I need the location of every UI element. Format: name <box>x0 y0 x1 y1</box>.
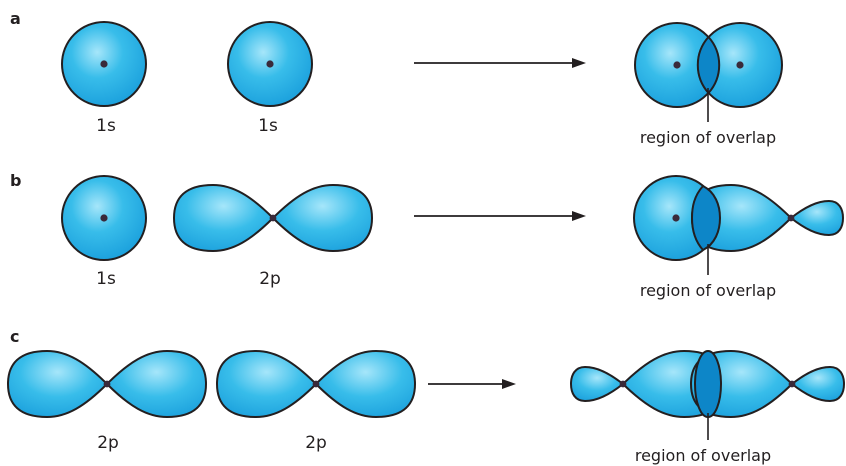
orbital-label: 1s <box>96 116 116 136</box>
nucleus <box>100 60 107 67</box>
overlap-label: region of overlap <box>640 281 776 300</box>
orbital-label: 1s <box>96 269 116 289</box>
p-orbital <box>174 185 372 251</box>
overlapping-p-p-orbitals <box>571 351 844 440</box>
panel-label-c: c <box>10 327 19 346</box>
p-orbital-1 <box>8 351 206 417</box>
reaction-arrow <box>428 379 516 389</box>
nucleus <box>788 215 795 222</box>
panel-c: c 2p 2p <box>8 327 844 465</box>
nucleus <box>672 214 679 221</box>
nucleus <box>789 381 796 388</box>
orbital-label: 2p <box>259 269 281 289</box>
p-orbital-2 <box>217 351 415 417</box>
overlap-region <box>695 351 721 417</box>
nucleus <box>673 61 680 68</box>
nucleus <box>270 215 277 222</box>
panel-label-a: a <box>10 9 21 28</box>
overlapping-s-orbitals <box>635 23 782 122</box>
s-orbital <box>62 176 146 260</box>
s-orbital-2 <box>228 22 312 106</box>
nucleus <box>100 214 107 221</box>
reaction-arrow <box>414 211 586 221</box>
nucleus <box>104 381 111 388</box>
panel-label-b: b <box>10 171 21 190</box>
s-orbital-1 <box>62 22 146 106</box>
orbital-label: 1s <box>258 116 278 136</box>
nucleus <box>266 60 273 67</box>
nucleus <box>736 61 743 68</box>
overlap-label: region of overlap <box>635 446 771 465</box>
overlap-label: region of overlap <box>640 128 776 147</box>
nucleus <box>313 381 320 388</box>
overlapping-s-p-orbitals <box>634 176 843 275</box>
panel-a: a 1s 1s region of overlap <box>10 9 782 147</box>
orbital-label: 2p <box>305 433 327 453</box>
reaction-arrow <box>414 58 586 68</box>
orbital-label: 2p <box>97 433 119 453</box>
panel-b: b 1s 2p region of overlap <box>10 171 843 300</box>
nucleus <box>620 381 627 388</box>
